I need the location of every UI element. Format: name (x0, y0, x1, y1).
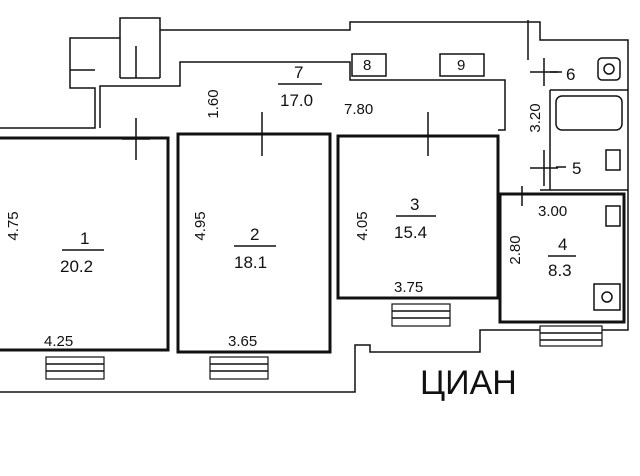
window-room-3 (391, 303, 451, 327)
room-area-3: 15.4 (394, 223, 427, 242)
dim-room4-width: 3.00 (538, 203, 567, 220)
dim-corridor-length: 7.80 (344, 101, 373, 118)
wc-bowl (603, 63, 615, 75)
closet-label-8: 8 (363, 57, 371, 74)
watermark: ЦИАН (420, 364, 517, 402)
dim-bath-length: 3.20 (527, 103, 544, 132)
dim-room1-width: 4.25 (44, 333, 73, 350)
room-label-1: 1 (80, 229, 89, 248)
dim-corridor-width: 1.60 (205, 89, 222, 118)
room-label-3: 3 (410, 195, 419, 214)
room-area-2: 18.1 (234, 253, 267, 272)
dim-room3-width: 3.75 (394, 279, 423, 296)
wc-fixture (597, 57, 621, 81)
dim-room3-depth: 4.05 (354, 211, 371, 240)
dim-room4-depth: 2.80 (507, 235, 524, 264)
room-1 (0, 136, 170, 352)
sink-5 (605, 149, 621, 171)
closet-9 (439, 53, 485, 77)
room-area-7: 17.0 (280, 91, 313, 110)
closet-label-9: 9 (457, 57, 465, 74)
windows (45, 303, 603, 380)
window-room-1 (45, 356, 105, 380)
stove (593, 283, 621, 311)
corridor-7-outline (99, 61, 506, 131)
dim-room2-width: 3.65 (228, 333, 257, 350)
room-area-4: 8.3 (548, 261, 572, 280)
room-label-5: 5 (572, 159, 581, 178)
room-label-7: 7 (294, 63, 303, 82)
outer-walls (0, 17, 629, 393)
room-area-1: 20.2 (60, 257, 93, 276)
room-label-6: 6 (566, 65, 575, 84)
closet-8 (351, 53, 387, 77)
bathtub (555, 95, 623, 131)
stove-burner (601, 291, 613, 303)
room-label-4: 4 (558, 235, 567, 254)
window-room-2 (209, 356, 269, 380)
dim-room1-depth: 4.75 (5, 211, 22, 240)
room-3 (336, 134, 500, 300)
dim-room2-depth: 4.95 (192, 211, 209, 240)
window-room-4 (539, 325, 603, 347)
sink-4 (605, 205, 621, 227)
room-2 (176, 132, 332, 354)
bathroom-5-outline (540, 89, 628, 191)
room-label-2: 2 (250, 225, 259, 244)
